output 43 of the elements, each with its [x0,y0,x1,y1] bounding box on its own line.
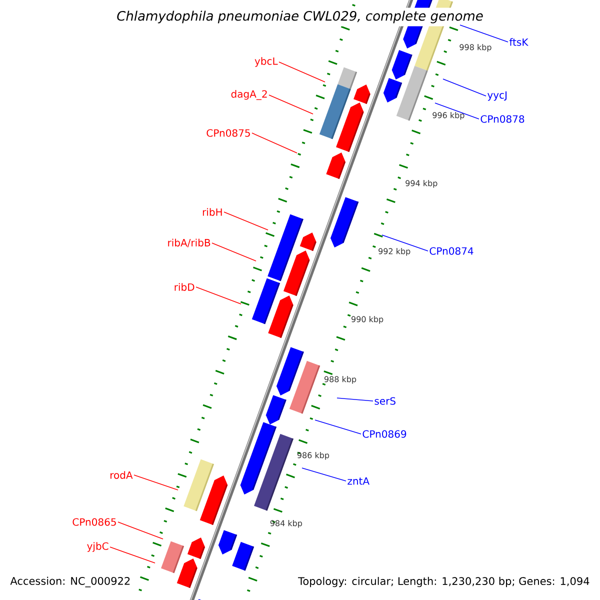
leader-line [252,132,298,154]
gene-label: yycJ [488,91,507,101]
leader-line [442,78,486,96]
tick-label: 992 kbp [378,248,410,256]
genome-info-text: Topology: circular; Length: 1,230,230 bp; Genes: 1,094 [298,576,590,588]
leader-line [134,474,178,490]
tick-label: 988 kbp [324,376,356,384]
gene-label: ribA/ribB [168,238,210,248]
gene-label: serS [374,397,396,405]
leader-line [434,102,480,120]
gene-label: ftsK [509,38,528,46]
tick-label: 990 kbp [352,316,384,324]
tick-label: 996 kbp [432,112,464,120]
leader-line [460,24,508,42]
leader-line [278,62,326,82]
gene-label: CPn0869 [362,430,406,438]
leader-line [268,94,314,114]
gene-label: CPn0875 [206,129,250,137]
leader-line [212,242,256,262]
gene-label: ybcL [254,57,278,67]
gene-label: ribH [202,208,222,216]
title: Chlamydophila pneumoniae CWL029, complete genome [114,8,486,26]
leader-line [382,234,428,252]
gene-label: CPn0874 [430,247,474,255]
gene-label: CPn0865 [72,518,116,526]
accession-text: Accession: NC_000922 [10,576,130,588]
gene-label: ribD [174,283,194,291]
gene-label: zntA [348,477,370,485]
tick-label: 994 kbp [406,180,438,188]
leader-line [314,420,362,434]
tick-label: 986 kbp [297,452,330,460]
leader-line [110,546,156,564]
tick-label: 998 kbp [460,44,492,52]
leader-line [336,398,374,402]
leader-line [302,468,346,482]
gene-label: CPn0878 [480,115,524,123]
leader-line [118,522,164,540]
leader-line [196,286,242,304]
leader-line [224,212,268,230]
gene-label: rodA [110,471,133,479]
tick-label: 984 kbp [270,520,302,528]
gene-label: yjbC [87,542,108,552]
gene-label: dagA_2 [231,90,267,100]
